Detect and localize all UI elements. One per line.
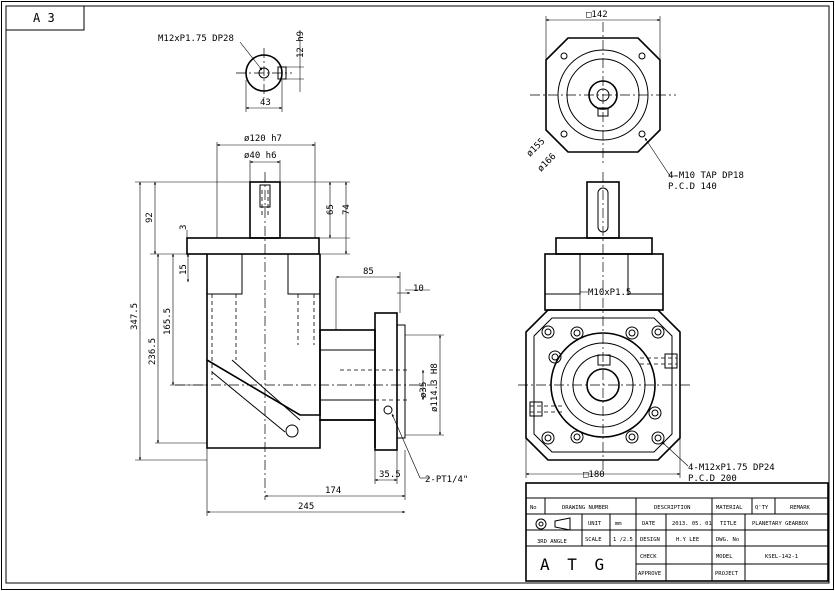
side-input-flange	[374, 312, 398, 451]
sheet-inner-border	[5, 5, 830, 584]
front-upper-housing	[544, 253, 664, 311]
title-block: No DRAWING NUMBER DESCRIPTION MATERIAL Q…	[525, 482, 829, 582]
dim-flange-10: 10	[413, 284, 424, 294]
sheet-size-label: A 3	[33, 11, 55, 25]
dim-input-bore: ø35	[419, 382, 429, 398]
top-square-dim: □142	[586, 10, 608, 20]
dim-flange-3: 3	[179, 225, 189, 230]
dim-offset-174: 174	[325, 486, 341, 496]
side-drain-port	[285, 424, 299, 438]
dim-output-flange-dia: ø120 h7	[244, 134, 282, 144]
tb-design-value: H.Y LEE	[676, 537, 699, 543]
top-tap-note-2: P.C.D 140	[668, 182, 717, 192]
tb-model-value: KSEL-142-1	[765, 554, 798, 560]
dim-top-92: 92	[145, 212, 155, 223]
shaft-section-view: M12xP1.75 DP28 43 12 h9	[158, 30, 306, 112]
side-view: ø120 h7 ø40 h6 65 74 347.5 92 236.5 165.…	[130, 134, 468, 516]
dim-shaft-key: 12 h9	[296, 31, 306, 58]
side-housing-upper	[206, 254, 321, 416]
side-housing-lower	[206, 360, 376, 449]
front-tap-note-1: 4-M12xP1.75 DP24	[688, 463, 775, 473]
tb-col-remark: REMARK	[790, 505, 811, 511]
front-view: M10xP1.5 □180 4-M12xP1.75 DP24 P.C.D 200	[518, 172, 775, 484]
dim-collar-15: 15	[179, 264, 189, 275]
dim-flange-35-5: 35.5	[379, 470, 401, 480]
dim-shaft-width: 43	[260, 98, 271, 108]
tb-date-value: 2013. 05. 01	[672, 521, 712, 527]
thread-leader	[239, 41, 263, 71]
dim-shaft-length-65: 65	[326, 204, 336, 215]
tb-dwg-label: DWG. No	[716, 537, 739, 543]
tb-unit-label: UNIT	[588, 521, 602, 527]
shaft-thread-callout: M12xP1.75 DP28	[158, 34, 234, 44]
sheet-size-box	[5, 5, 85, 31]
tb-title-label: TITLE	[720, 521, 737, 527]
dim-output-shaft-dia: ø40 h6	[244, 151, 277, 161]
tb-scale-value: 1 /2.5	[613, 537, 633, 543]
company-logo: A T G	[540, 555, 608, 574]
side-port-plug	[383, 405, 393, 415]
front-output-flange	[555, 237, 653, 255]
tb-unit-value: mm	[615, 521, 622, 527]
tb-col-qty: Q'TY	[755, 505, 769, 511]
tb-scale-label: SCALE	[585, 537, 602, 543]
top-dia-166: ø166	[536, 152, 558, 174]
front-tap-note-2: P.C.D 200	[688, 474, 737, 484]
tb-col-description: DESCRIPTION	[654, 505, 690, 511]
tb-col-drawing-number: DRAWING NUMBER	[562, 505, 609, 511]
tb-date-label: DATE	[642, 521, 655, 527]
tb-col-material: MATERIAL	[716, 505, 743, 511]
port-callout: 2-PT1/4"	[425, 475, 468, 485]
dim-input-pilot: ø114.3 H8	[430, 363, 440, 412]
dim-height-236-5: 236.5	[148, 338, 158, 365]
third-angle-symbol-icon	[535, 518, 547, 530]
tb-check-label: CHECK	[640, 554, 657, 560]
top-tap-note-1: 4-M10 TAP DP18	[668, 171, 744, 181]
tb-col-no: No	[530, 505, 537, 511]
top-view: □142 ø155 ø166 4-M10 TAP DP18 P.C.D 140	[525, 10, 744, 192]
dim-overall-245: 245	[298, 502, 314, 512]
tb-third-angle: 3RD ANGLE	[537, 539, 567, 545]
dim-overall-height: 347.5	[130, 303, 140, 330]
front-thread-callout: M10xP1.5	[588, 288, 631, 298]
front-square-dim: □180	[583, 470, 605, 480]
tb-approve-label: APPROVE	[638, 571, 661, 577]
tb-design-label: DESIGN	[640, 537, 660, 543]
dim-height-165-5: 165.5	[163, 308, 173, 335]
dim-shaft-length-74: 74	[342, 204, 352, 215]
front-input-square	[525, 309, 681, 461]
tb-title-value: PLANETARY GEARBOX	[752, 521, 809, 527]
tb-project-label: PROJECT	[715, 571, 739, 577]
side-output-flange	[186, 237, 320, 255]
dim-input-85: 85	[363, 267, 374, 277]
side-input-housing	[319, 329, 376, 421]
tb-model-label: MODEL	[716, 554, 733, 560]
top-flange-square	[545, 37, 661, 153]
top-dia-155: ø155	[525, 137, 547, 159]
